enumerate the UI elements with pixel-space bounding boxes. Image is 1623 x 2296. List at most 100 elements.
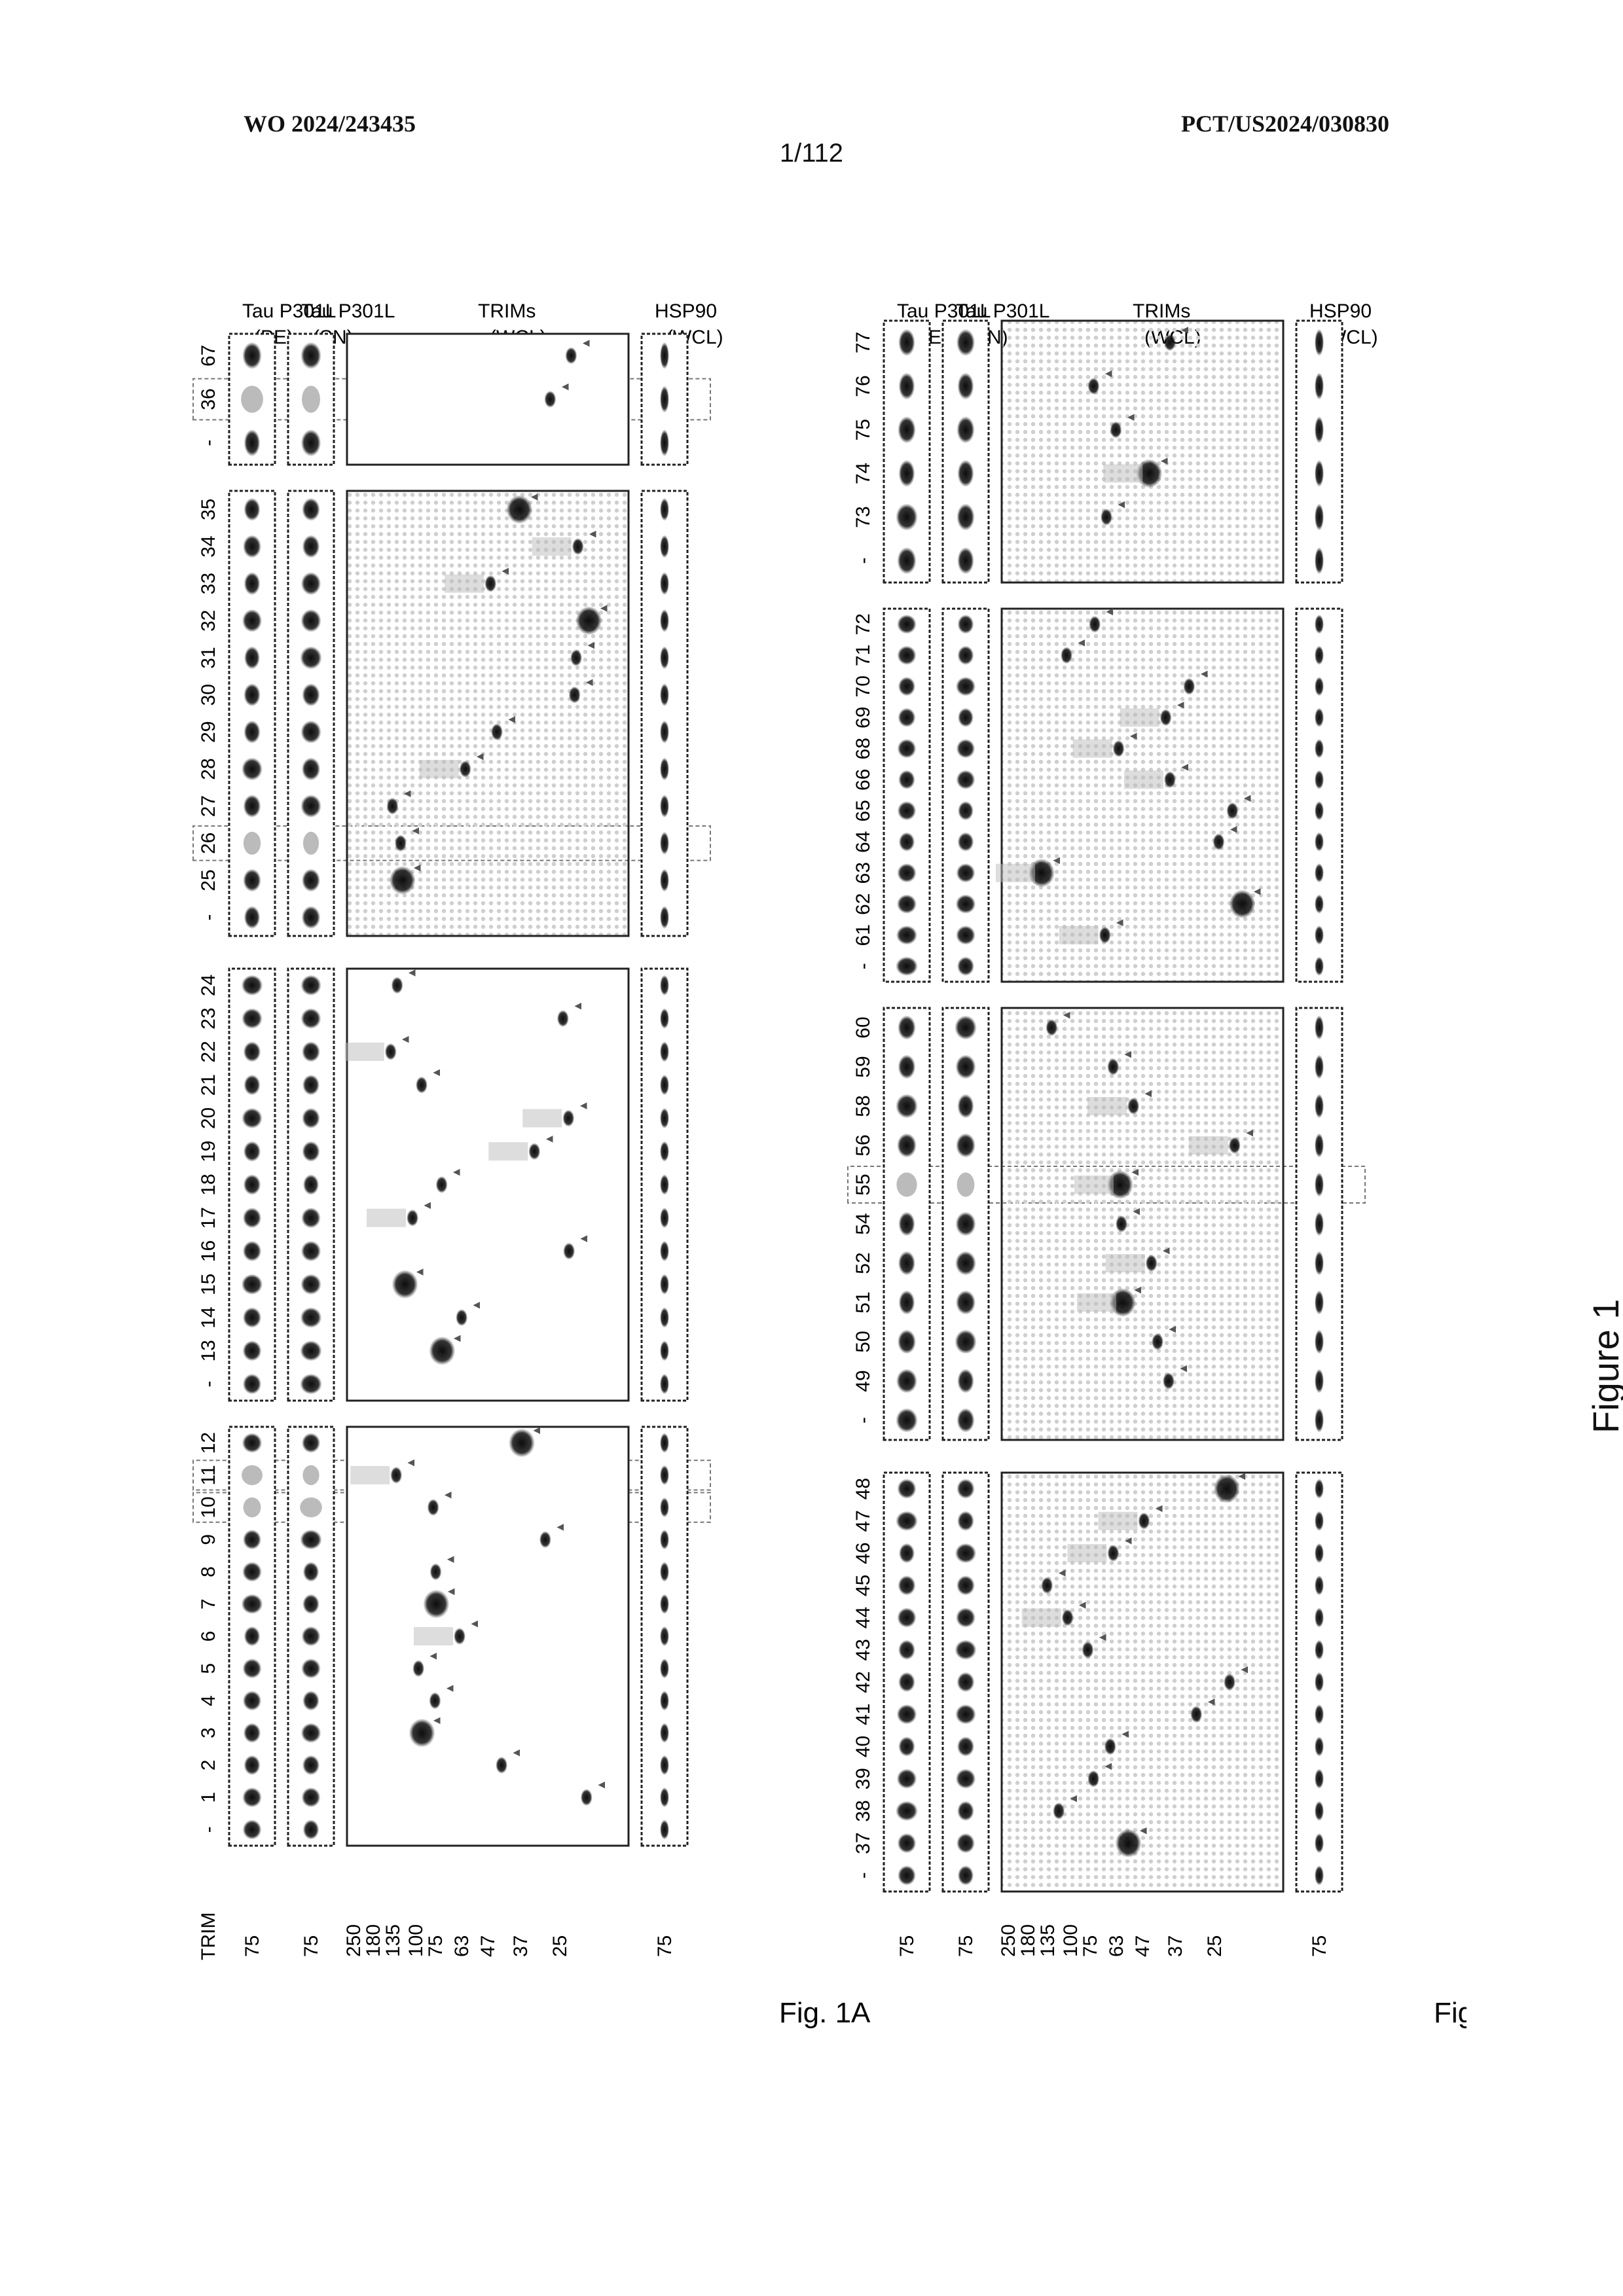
lane-label: 62 [852, 893, 874, 915]
band-arrowhead: ▲ [1049, 855, 1063, 867]
mw-marker-180: 180 [363, 1924, 384, 1957]
band-arrowhead: ▲ [586, 528, 599, 540]
band-arrowhead: ▲ [1123, 412, 1137, 423]
mw-marker-180: 180 [1017, 1924, 1039, 1957]
protein-band [1315, 1211, 1324, 1236]
protein-band [660, 1723, 669, 1743]
protein-band [1315, 1015, 1324, 1039]
band-arrowhead: ▲ [426, 1650, 439, 1662]
protein-band [1164, 334, 1176, 351]
blot-label-hsp90: HSP90 [655, 300, 717, 322]
lane-label: 32 [198, 610, 219, 632]
smear [345, 1043, 384, 1061]
blot-label-tau-sn: Tau P301L [956, 300, 1049, 322]
lane-label: 76 [852, 375, 874, 397]
lane-label: - [198, 914, 219, 921]
band-arrowhead: ▲ [399, 1033, 412, 1045]
panel-label: Fig. 1A [779, 1997, 871, 2029]
protein-band [660, 832, 669, 855]
band-arrowhead: ▲ [576, 1100, 589, 1112]
protein-band [1315, 1251, 1324, 1275]
mw-marker-75: 75 [301, 1935, 322, 1957]
protein-band [1183, 678, 1195, 695]
lane-label: 44 [852, 1607, 874, 1628]
blot-label-trims: TRIMs [1133, 300, 1190, 322]
protein-band [1315, 460, 1324, 487]
mw-marker-47: 47 [1132, 1935, 1154, 1957]
lane-label: - [198, 1826, 219, 1833]
application-number: PCT/US2024/030830 [1181, 110, 1389, 137]
lane-label: 26 [198, 833, 219, 854]
lane-label: 67 [198, 345, 219, 367]
mw-marker-135: 135 [382, 1924, 404, 1957]
lane-label: 39 [852, 1768, 874, 1789]
lane-label: 55 [852, 1174, 874, 1195]
protein-band [244, 1755, 260, 1776]
protein-band [244, 1041, 261, 1062]
protein-band [301, 795, 321, 817]
protein-band [302, 1691, 319, 1711]
protein-band [660, 1659, 669, 1679]
protein-band [301, 572, 321, 595]
protein-band [301, 1307, 322, 1327]
protein-band [1315, 1479, 1324, 1499]
lane-label: 41 [852, 1704, 874, 1725]
protein-band [957, 1369, 974, 1393]
protein-band [565, 347, 577, 364]
lane-label: 27 [198, 795, 219, 817]
protein-band [1315, 1833, 1324, 1854]
protein-band [302, 683, 319, 706]
band-arrowhead: ▲ [1113, 917, 1126, 929]
lane-label: 65 [852, 800, 874, 821]
protein-band [301, 429, 321, 456]
band-arrowhead: ▲ [409, 825, 422, 837]
lane-label: 42 [852, 1671, 874, 1693]
band-arrowhead: ▲ [1157, 456, 1170, 467]
protein-band [563, 1243, 575, 1260]
lane-label: 10 [198, 1496, 219, 1518]
protein-band [1053, 1803, 1065, 1820]
protein-band [242, 1562, 262, 1582]
lane-label: 36 [198, 388, 219, 410]
protein-band [955, 1543, 976, 1564]
protein-band [301, 975, 321, 996]
lane-label: 17 [198, 1207, 219, 1229]
mw-marker-75: 75 [425, 1935, 447, 1957]
protein-band [898, 1054, 916, 1079]
band-arrowhead: ▲ [1240, 793, 1253, 804]
protein-band [898, 677, 915, 696]
band-arrowhead: ▲ [430, 1715, 443, 1727]
protein-band [897, 863, 916, 882]
protein-band [1163, 1372, 1175, 1390]
protein-band [957, 1801, 974, 1821]
protein-band [395, 834, 407, 852]
protein-band [1315, 770, 1324, 789]
protein-band [957, 770, 976, 789]
protein-band [955, 1704, 976, 1725]
protein-band [436, 1176, 448, 1193]
protein-band [896, 1369, 917, 1393]
protein-band [570, 649, 582, 666]
band-arrowhead: ▲ [400, 788, 413, 800]
band-arrowhead: ▲ [571, 1000, 584, 1012]
protein-band [243, 1307, 261, 1327]
protein-band [430, 1564, 442, 1581]
smear [532, 537, 572, 556]
protein-band [1138, 1513, 1150, 1530]
protein-band [896, 503, 917, 530]
band-arrowhead: ▲ [1127, 730, 1140, 742]
lane-label: 33 [198, 573, 219, 594]
protein-band [660, 1075, 669, 1095]
blot-label-tau-sn: Tau P301L [301, 300, 395, 322]
protein-band [243, 1374, 261, 1394]
protein-band [242, 975, 263, 996]
protein-band [244, 1723, 261, 1743]
protein-band [897, 895, 917, 914]
protein-band [955, 1329, 976, 1354]
protein-band [300, 1530, 321, 1550]
protein-band [301, 1241, 321, 1261]
protein-band [301, 342, 321, 369]
protein-band [957, 1172, 975, 1196]
lane-label: 37 [852, 1832, 874, 1854]
lane-label: 12 [198, 1432, 219, 1454]
